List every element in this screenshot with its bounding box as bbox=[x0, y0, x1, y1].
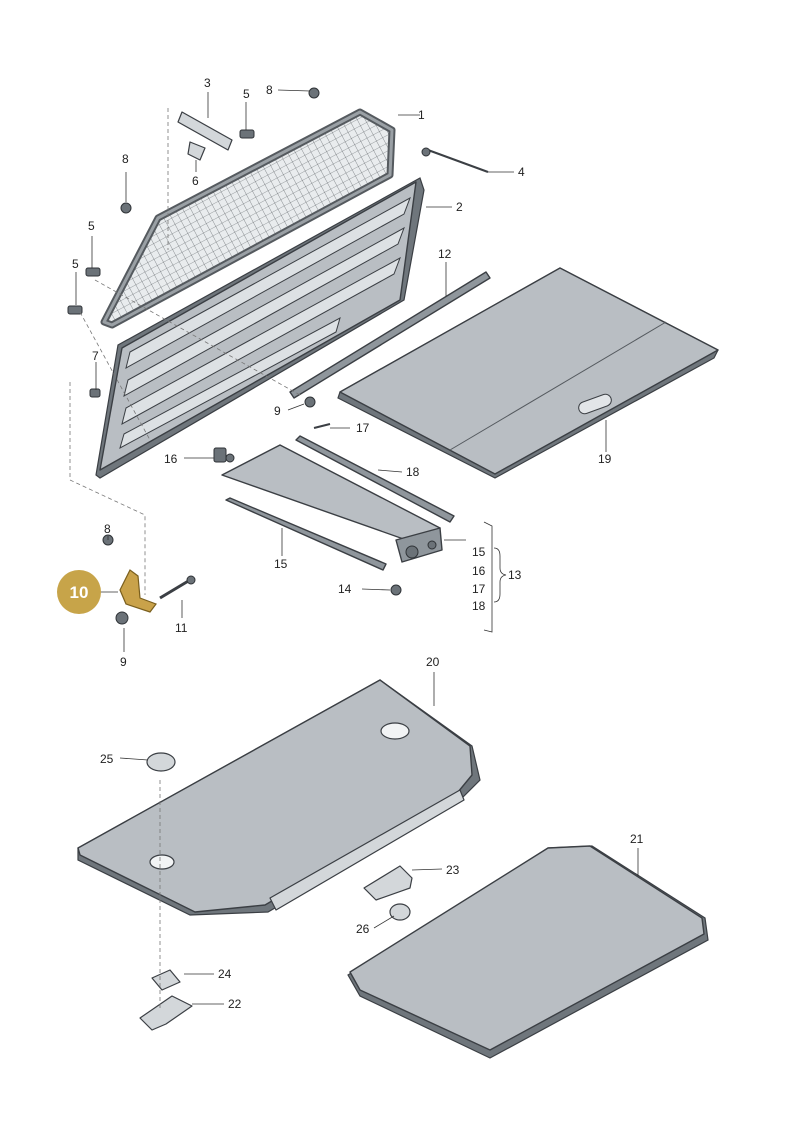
callout-5: 5 bbox=[72, 257, 79, 271]
callout-18: 18 bbox=[406, 465, 420, 479]
callout-5: 5 bbox=[243, 87, 250, 101]
callout-labels: 1 2 3 4 5 5 5 6 7 8 8 8 9 9 11 12 13 14 … bbox=[72, 76, 644, 1011]
callout-26: 26 bbox=[356, 922, 370, 936]
callout-9: 9 bbox=[274, 404, 281, 418]
assembly-lines bbox=[69, 108, 301, 1010]
callout-1: 1 bbox=[418, 108, 425, 122]
callout-8: 8 bbox=[122, 152, 129, 166]
callout-14: 14 bbox=[338, 582, 352, 596]
callout-20: 20 bbox=[426, 655, 440, 669]
highlighted-part-10[interactable] bbox=[119, 569, 157, 613]
brace-13 bbox=[493, 547, 507, 603]
callout-8: 8 bbox=[104, 522, 111, 536]
callout-5: 5 bbox=[88, 219, 95, 233]
callout-16: 16 bbox=[164, 452, 178, 466]
callout-18: 18 bbox=[472, 599, 486, 613]
leader-lines bbox=[75, 89, 639, 1005]
floor-mat[interactable] bbox=[347, 845, 709, 1059]
callout-19: 19 bbox=[598, 452, 612, 466]
callout-21: 21 bbox=[630, 832, 644, 846]
callout-17: 17 bbox=[472, 582, 486, 596]
callout-4: 4 bbox=[518, 165, 525, 179]
callout-15: 15 bbox=[274, 557, 288, 571]
parcel-shelf[interactable] bbox=[337, 267, 719, 479]
hardware bbox=[67, 87, 489, 1031]
callout-23: 23 bbox=[446, 863, 460, 877]
callout-22: 22 bbox=[228, 997, 242, 1011]
callout-13: 13 bbox=[508, 568, 522, 582]
callout-6: 6 bbox=[192, 174, 199, 188]
callout-11: 11 bbox=[175, 621, 188, 635]
roller-blind[interactable] bbox=[221, 435, 455, 571]
callout-9: 9 bbox=[120, 655, 127, 669]
callout-17: 17 bbox=[356, 421, 370, 435]
callout-25: 25 bbox=[100, 752, 114, 766]
guide-rail[interactable] bbox=[289, 271, 491, 399]
callout-3: 3 bbox=[204, 76, 211, 90]
callout-2: 2 bbox=[456, 200, 463, 214]
badge-label: 10 bbox=[70, 583, 89, 602]
callout-15: 15 bbox=[472, 545, 486, 559]
callout-7: 7 bbox=[92, 349, 99, 363]
callout-8: 8 bbox=[266, 83, 273, 97]
callout-12: 12 bbox=[438, 247, 452, 261]
callout-16: 16 bbox=[472, 564, 486, 578]
rear-panel[interactable] bbox=[95, 177, 425, 479]
floor-panel[interactable] bbox=[77, 679, 481, 916]
highlight-badge-10[interactable]: 10 bbox=[57, 570, 101, 614]
callout-24: 24 bbox=[218, 967, 232, 981]
